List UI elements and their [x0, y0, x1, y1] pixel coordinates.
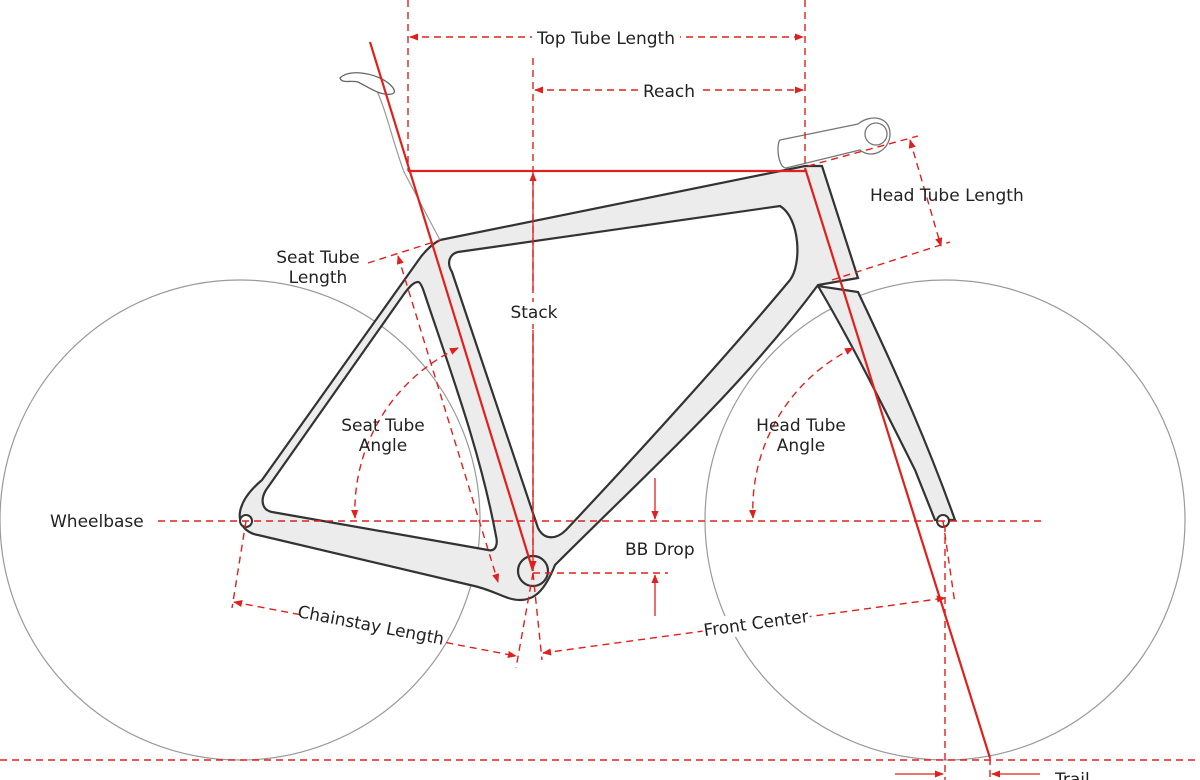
head-tube-angle-arc — [749, 347, 854, 519]
head-tube-angle-label-line1: Head Tube — [756, 416, 846, 436]
reach-label: Reach — [643, 82, 695, 102]
head-tube-length-label: Head Tube Length — [870, 186, 1024, 206]
head-tube-angle-label-line2: Angle — [777, 436, 825, 456]
top-tube-length-label: Top Tube Length — [536, 29, 675, 49]
bb-drop-label: BB Drop — [625, 540, 695, 560]
chainstay-length-label: Chainstay Length — [296, 602, 446, 649]
frame-outline — [238, 164, 860, 602]
front-axle-ext — [942, 520, 956, 605]
fork — [815, 284, 957, 522]
head-tube-axis — [803, 167, 992, 759]
chainstay-rear-ext — [231, 520, 247, 609]
seat-tube-length-label-line1: Seat Tube — [276, 248, 360, 268]
seat-tube-top-ext — [367, 239, 441, 264]
head-tube-bottom-ext — [831, 241, 951, 281]
front-center-dimension — [542, 595, 946, 656]
stack-label: Stack — [510, 303, 557, 323]
stem — [777, 117, 891, 169]
chainstay-bb-ext — [515, 572, 534, 669]
head-tube-length-dimension — [908, 139, 943, 247]
seat-tube-angle-label-line2: Angle — [359, 436, 407, 456]
seat-tube-angle-arc — [351, 347, 459, 519]
saddle — [339, 72, 395, 95]
handlebar-clamp — [864, 122, 888, 146]
seat-tube-length-label-line2: Length — [289, 268, 348, 288]
trail-label: Trail — [1054, 770, 1090, 780]
seat-tube-angle-label-line1: Seat Tube — [341, 416, 425, 436]
chainstay-front-bb-ext — [532, 572, 543, 661]
wheelbase-label: Wheelbase — [50, 512, 144, 532]
